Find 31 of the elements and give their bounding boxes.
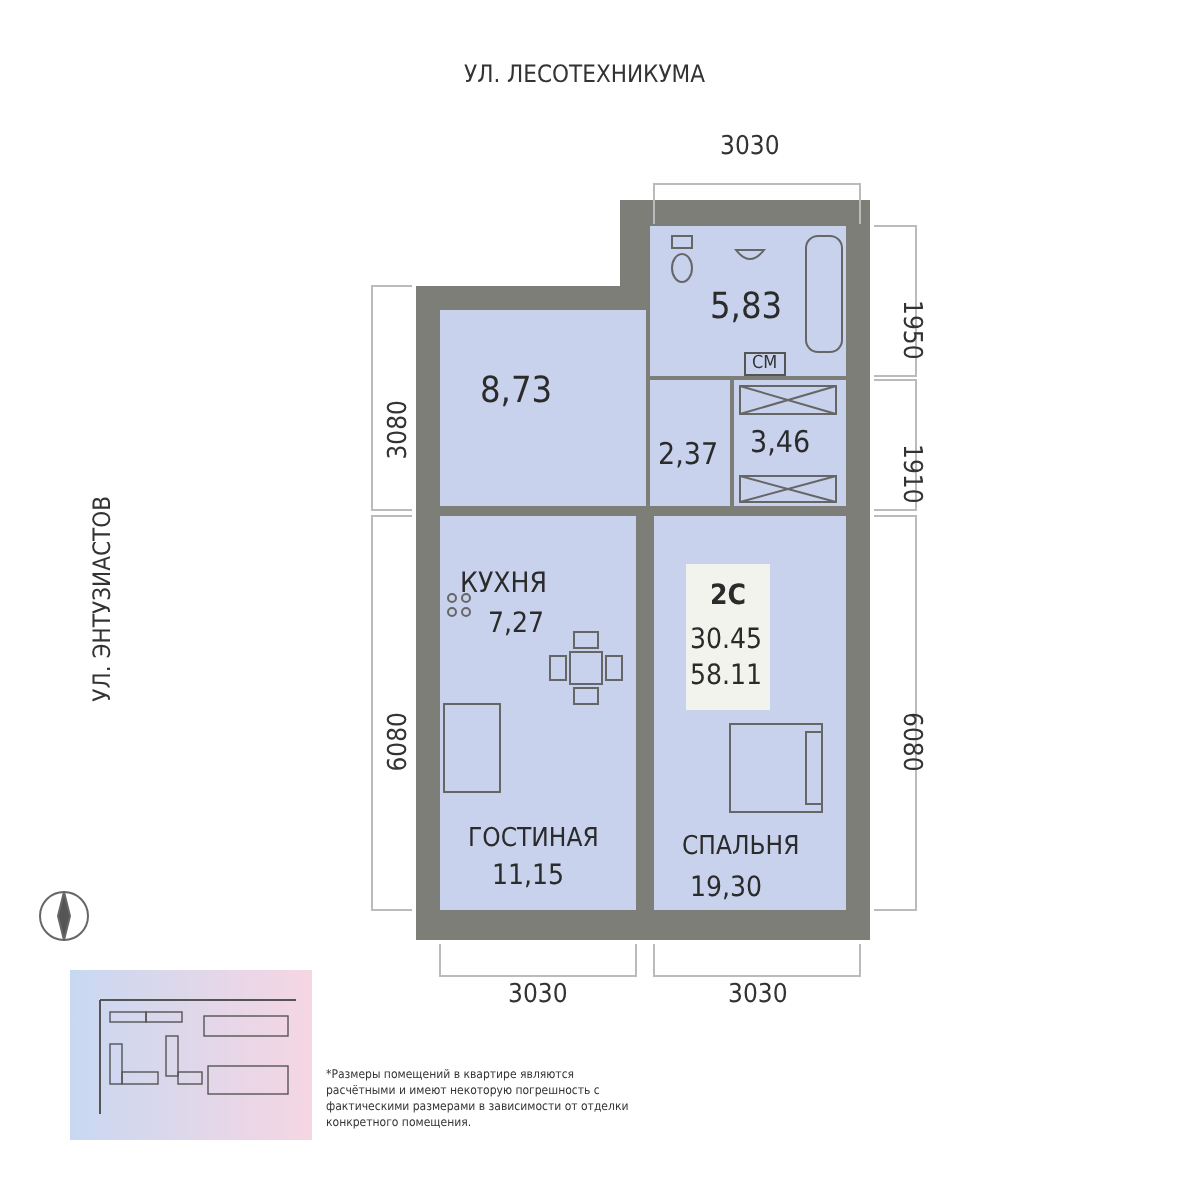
dimension-label: 1950 bbox=[896, 300, 926, 360]
room-area bbox=[440, 680, 636, 910]
room-area bbox=[650, 380, 730, 506]
area-value: 58.11 bbox=[690, 660, 763, 692]
room-name: СПАЛЬНЯ bbox=[682, 832, 800, 862]
dimension-label: 3030 bbox=[508, 980, 568, 1010]
dimension-label: 3030 bbox=[720, 132, 780, 162]
dimension-label: 1910 bbox=[896, 444, 926, 504]
room-name: КУХНЯ bbox=[460, 568, 547, 600]
dimension-label: 3080 bbox=[384, 400, 414, 460]
area-value: 2,37 bbox=[658, 436, 719, 472]
area-value: 7,27 bbox=[488, 608, 545, 640]
dimension-label: 6080 bbox=[896, 712, 926, 772]
appliance-label: СМ bbox=[744, 352, 786, 376]
street-name: УЛ. ЭНТУЗИАСТОВ bbox=[88, 496, 116, 702]
area-value: 19,30 bbox=[690, 872, 763, 904]
room-area bbox=[654, 516, 846, 910]
area-value: 11,15 bbox=[492, 860, 565, 892]
area-value: 30.45 bbox=[690, 624, 763, 656]
dimension-label: 6080 bbox=[384, 712, 414, 772]
room-area bbox=[440, 516, 636, 680]
dimension-label: 3030 bbox=[728, 980, 788, 1010]
street-name: УЛ. ЛЕСОТЕХНИКУМА bbox=[464, 60, 705, 88]
area-value: 8,73 bbox=[480, 370, 553, 412]
area-value: 5,83 bbox=[710, 286, 783, 328]
room-name: ГОСТИНАЯ bbox=[468, 824, 599, 854]
area-value: 3,46 bbox=[750, 424, 811, 460]
room-area bbox=[440, 310, 646, 506]
apartment-type: 2С bbox=[710, 580, 747, 612]
info-card bbox=[686, 564, 770, 710]
room-area bbox=[650, 226, 846, 376]
